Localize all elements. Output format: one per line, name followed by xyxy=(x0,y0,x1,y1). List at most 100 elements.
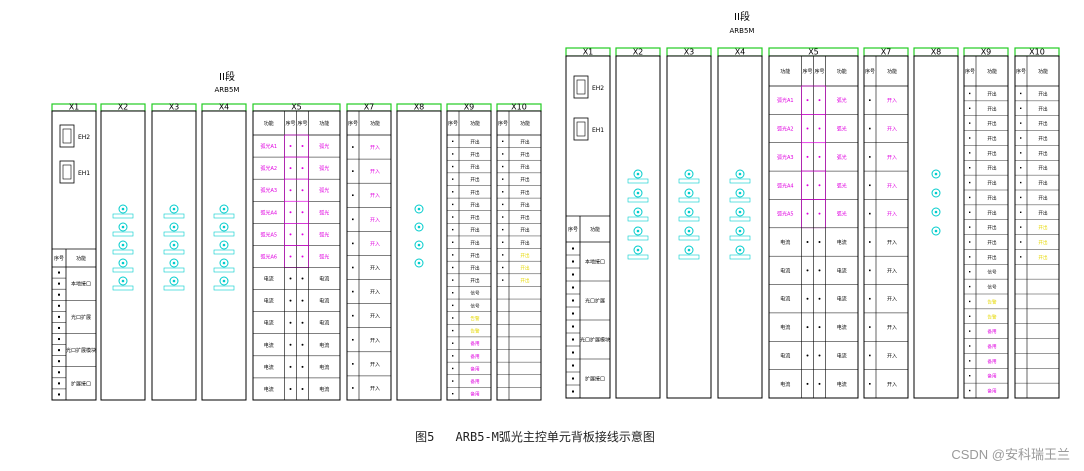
optical-port-core xyxy=(687,172,691,176)
x5-pin xyxy=(289,321,292,324)
seq-dot xyxy=(572,312,574,315)
optical-port-icon xyxy=(112,258,134,273)
optical-port-icon xyxy=(729,245,751,260)
x5-pin xyxy=(806,382,809,385)
x7-pin xyxy=(869,354,871,357)
function-label: 光口扩展模块 xyxy=(66,347,96,354)
function-label: 光口扩展 xyxy=(71,314,91,321)
optical-port-icon xyxy=(163,222,185,237)
optical-port-label-box xyxy=(213,249,235,255)
x7-signal: 开入 xyxy=(887,127,897,133)
x10-signal: 开出 xyxy=(520,239,530,246)
x5-pin xyxy=(818,184,821,187)
x5-right-signal: 电流 xyxy=(837,381,847,388)
x5-right-signal: 电流 xyxy=(319,364,329,371)
x7-signal: 开入 xyxy=(887,98,897,104)
terminal-pin xyxy=(1020,256,1022,258)
terminal-label: X10 xyxy=(511,103,527,112)
terminal-pin xyxy=(1020,226,1022,228)
x5-header: 功能 xyxy=(780,68,790,75)
terminal-body xyxy=(100,110,146,401)
optical-port-core xyxy=(121,261,125,265)
x5-right-signal: 电流 xyxy=(319,342,329,349)
x5-left-signal: 弧光A2 xyxy=(777,126,794,133)
optical-port-icon xyxy=(678,245,700,260)
seq-dot xyxy=(572,247,574,250)
seq-dot xyxy=(58,271,60,274)
optical-port-label-box xyxy=(112,285,134,291)
x5-pin xyxy=(806,212,809,215)
x5-right-signal: 电流 xyxy=(837,352,847,359)
terminal-block-x9: X9序号功能开出开出开出开出开出开出开出开出开出开出开出开出信号信号告警告警备用… xyxy=(446,103,492,401)
optical-port-ring xyxy=(633,226,643,236)
terminal-pin xyxy=(452,178,454,180)
func-header: 功能 xyxy=(987,68,997,75)
device-label: ARB5M xyxy=(730,27,755,35)
x5-left-signal: 电流 xyxy=(264,364,274,371)
x9-signal: 备用 xyxy=(987,358,997,365)
seq-dot xyxy=(572,390,574,393)
optical-port-core xyxy=(222,225,226,229)
terminal-pin xyxy=(969,256,971,258)
optical-port-label-box xyxy=(163,249,185,255)
terminal-label: X1 xyxy=(583,48,594,57)
function-label: 本地接口 xyxy=(585,259,605,266)
terminal-pin xyxy=(1020,122,1022,124)
optical-port-core xyxy=(636,191,640,195)
x7-pin xyxy=(352,194,354,197)
terminal-pin xyxy=(452,279,454,281)
seq-dot xyxy=(572,299,574,302)
optical-port-ring xyxy=(169,204,179,214)
seq-dot xyxy=(58,304,60,307)
terminal-label: X7 xyxy=(881,48,892,57)
port-label: EH1 xyxy=(78,170,90,177)
optical-port-icon xyxy=(729,207,751,222)
x5-pin xyxy=(301,255,304,258)
optical-port-icon xyxy=(112,222,134,237)
x7-pin xyxy=(869,99,871,101)
function-label: 扩展接口 xyxy=(585,376,605,383)
x7-signal: 开入 xyxy=(370,386,380,392)
terminal-label: X4 xyxy=(219,103,230,112)
optical-port-core xyxy=(934,191,938,195)
optical-port-label-box xyxy=(678,216,700,222)
x5-right-signal: 弧光 xyxy=(319,165,329,172)
x5-header: 功能 xyxy=(264,120,274,127)
x10-signal: 开出 xyxy=(520,189,530,196)
x9-signal: 开出 xyxy=(470,252,480,259)
x7-signal: 开入 xyxy=(887,268,897,274)
x9-signal: 开出 xyxy=(470,277,480,284)
optical-port-label-box xyxy=(163,285,185,291)
optical-port-label-box xyxy=(112,213,134,219)
optical-port-icon xyxy=(163,240,185,255)
x9-signal: 备用 xyxy=(470,391,480,398)
x5-left-signal: 电流 xyxy=(780,381,790,388)
x5-pin xyxy=(289,343,292,346)
terminal-body xyxy=(496,110,542,401)
optical-port-core xyxy=(417,261,421,265)
x7-pin xyxy=(869,241,871,243)
x9-signal: 开出 xyxy=(470,189,480,196)
x7-pin xyxy=(352,387,354,389)
x9-signal: 备用 xyxy=(987,373,997,380)
x9-signal: 开出 xyxy=(470,151,480,158)
terminal-pin xyxy=(1020,196,1022,199)
optical-port-core xyxy=(687,229,691,233)
optical-port-label-box xyxy=(729,197,751,203)
x5-header: 序号 xyxy=(285,120,295,127)
optical-port-ring xyxy=(118,240,128,250)
optical-port-ring xyxy=(169,222,179,232)
x5-left-signal: 电流 xyxy=(264,320,274,327)
seq-dot xyxy=(58,360,60,363)
terminal-pin xyxy=(502,203,504,206)
terminal-pin xyxy=(452,254,454,256)
x5-left-signal: 弧光A4 xyxy=(260,209,277,216)
terminal-block-x8: X8 xyxy=(396,103,442,401)
terminal-pin xyxy=(452,329,454,332)
terminal-pin xyxy=(452,392,454,395)
x5-pin xyxy=(806,155,809,158)
terminal-pin xyxy=(969,196,971,199)
optical-port-core xyxy=(687,191,691,195)
x10-signal: 开出 xyxy=(1038,239,1048,246)
x9-signal: 开出 xyxy=(987,194,997,201)
